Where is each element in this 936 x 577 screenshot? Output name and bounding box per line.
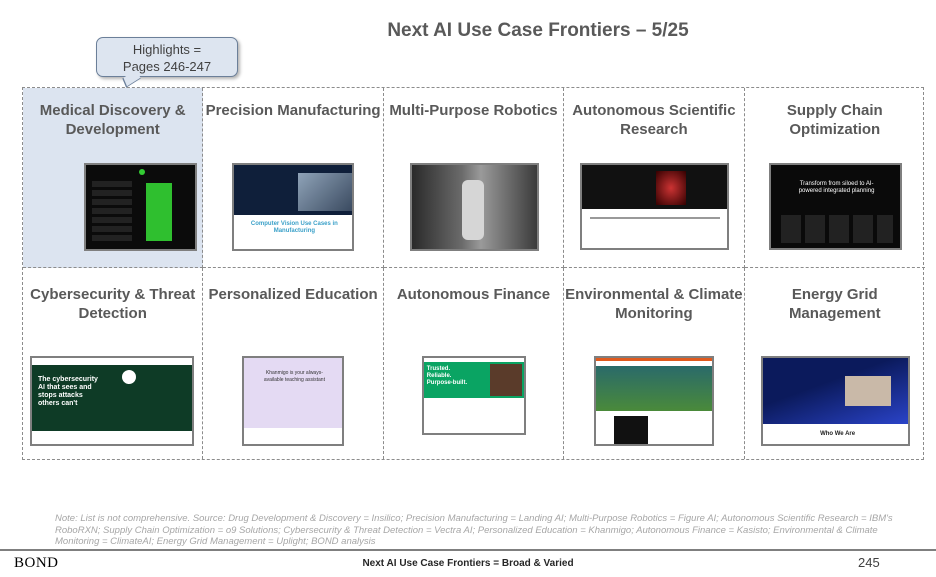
uplight-screenshot: Who We Are: [760, 356, 910, 446]
thumb-headline: Transform from siloed to AI-powered inte…: [798, 181, 875, 194]
cell-title: Personalized Education: [208, 286, 378, 303]
cell-title: Autonomous Finance: [396, 286, 551, 303]
cell-cybersecurity: Cybersecurity & Threat Detection The cyb…: [23, 268, 204, 459]
cell-title: Cybersecurity & Threat Detection: [30, 286, 196, 322]
callout-line-1: Highlights =: [132, 42, 202, 57]
kasisto-screenshot: Trusted. Reliable. Purpose-built.: [421, 356, 526, 435]
bond-logo: BOND: [14, 555, 59, 571]
cell-title: Autonomous Scientific Research: [572, 102, 736, 138]
use-case-grid: Medical Discovery & Development Precisio…: [22, 87, 925, 460]
o9-screenshot: Transform from siloed to AI-powered inte…: [768, 163, 902, 250]
callout-line-2: Pages 246-247: [122, 59, 212, 74]
figure-ai-robot-photo: [409, 163, 539, 251]
thumb-headline: The cybersecurity AI that sees and stops…: [38, 376, 98, 407]
cell-personalized-education: Personalized Education Khanmigo is your …: [203, 268, 384, 459]
cell-title: Environmental & Climate Monitoring: [565, 286, 743, 322]
source-note: Note: List is not comprehensive. Source:…: [55, 513, 893, 547]
khanmigo-screenshot: Khanmigo is your always-available teachi…: [242, 356, 345, 446]
insilico-screenshot: [84, 163, 197, 251]
cell-title: Medical Discovery & Development: [39, 102, 186, 138]
climateai-screenshot: [594, 356, 715, 446]
cell-precision-manufacturing: Precision Manufacturing Computer Vision …: [203, 88, 384, 268]
vectra-screenshot: The cybersecurity AI that sees and stops…: [30, 356, 194, 446]
thumb-headline: Computer Vision Use Cases in Manufacturi…: [250, 221, 338, 234]
cell-title: Energy Grid Management: [788, 286, 881, 322]
thumb-headline: Trusted. Reliable. Purpose-built.: [426, 366, 468, 386]
thumb-headline: Khanmigo is your always-available teachi…: [263, 370, 325, 383]
cell-title: Multi-Purpose Robotics: [389, 102, 558, 119]
cell-environmental-climate: Environmental & Climate Monitoring: [564, 268, 745, 459]
cell-title: Precision Manufacturing: [205, 102, 381, 119]
cell-medical-discovery: Medical Discovery & Development: [23, 88, 204, 268]
cell-autonomous-scientific-research: Autonomous Scientific Research: [564, 88, 745, 268]
highlights-callout: Highlights = Pages 246-247: [96, 37, 238, 77]
cell-supply-chain: Supply Chain Optimization Transform from…: [744, 88, 925, 268]
roborxn-screenshot: [580, 163, 730, 250]
cell-title: Supply Chain Optimization: [786, 102, 883, 138]
footer-divider: [0, 549, 936, 551]
cell-multi-purpose-robotics: Multi-Purpose Robotics: [383, 88, 565, 268]
page-number: 245: [858, 555, 880, 570]
cell-autonomous-finance: Autonomous Finance Trusted. Reliable. Pu…: [384, 268, 565, 459]
page-title: Next AI Use Case Frontiers – 5/25: [387, 20, 689, 41]
landing-ai-screenshot: Computer Vision Use Cases in Manufacturi…: [232, 163, 355, 251]
footer-text: Next AI Use Case Frontiers = Broad & Var…: [362, 558, 574, 569]
thumb-headline: Who We Are: [820, 431, 856, 437]
cell-energy-grid: Energy Grid Management Who We Are: [745, 268, 925, 459]
